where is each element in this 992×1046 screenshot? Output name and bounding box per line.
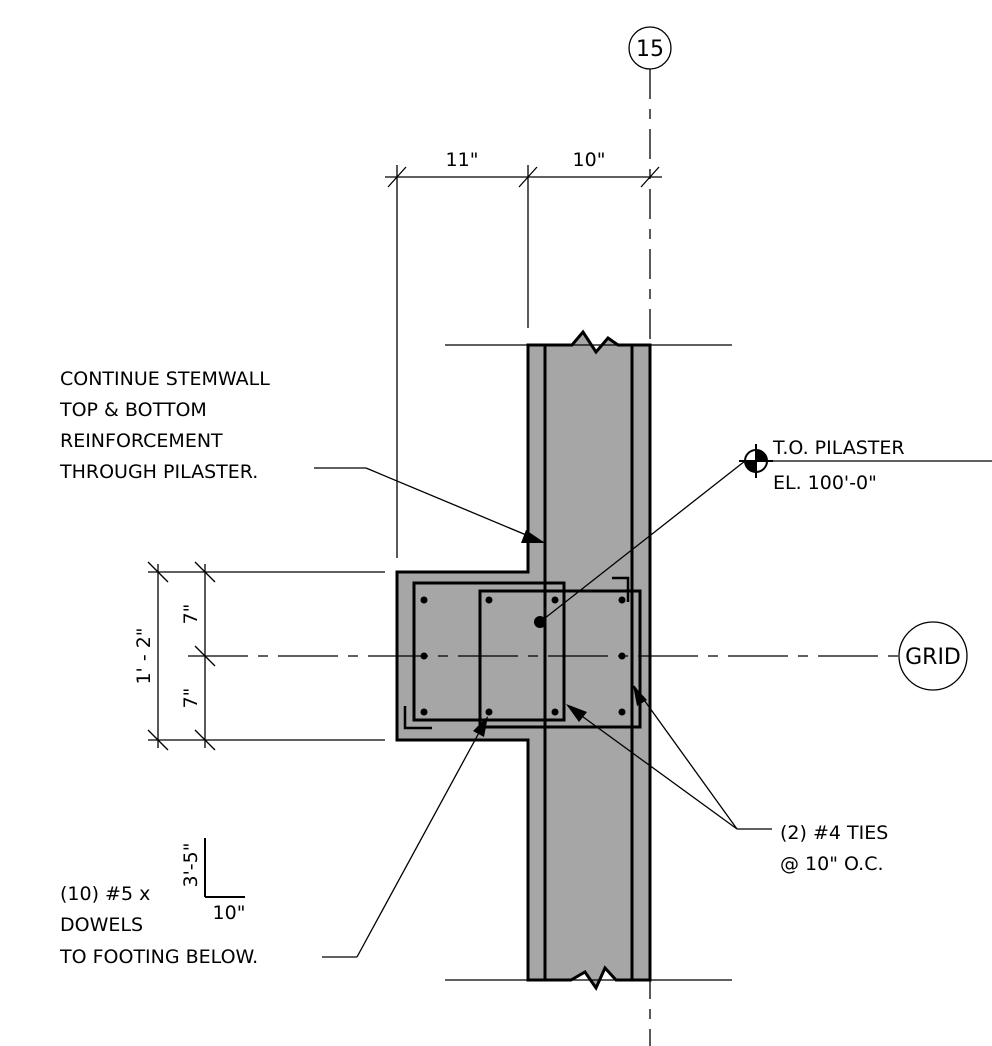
dowel-bar <box>420 708 428 716</box>
dowel-bar <box>420 596 428 604</box>
note-ties: (2) #4 TIES @ 10" O.C. <box>780 822 894 875</box>
tie-left <box>412 581 566 722</box>
arrowhead-ties-right <box>633 685 647 706</box>
concrete-section <box>395 329 652 992</box>
side-dimension <box>147 561 385 751</box>
dowel-bar <box>485 708 493 716</box>
grid-bubble-15 <box>628 26 672 70</box>
arrowhead-ties-left <box>566 704 587 722</box>
top-dimension <box>385 165 662 558</box>
note-stemwall-line: CONTINUE STEMWALL <box>60 368 270 390</box>
elevation-leader-dot <box>534 616 546 628</box>
note-dowels-vertical: 3'-5" <box>180 843 202 888</box>
arrowhead-dowels <box>473 716 488 737</box>
grid-bubble-grid-label: GRID <box>905 645 961 670</box>
arrowhead-stemwall <box>521 530 545 543</box>
note-stemwall: CONTINUE STEMWALL TOP & BOTTOM REINFORCE… <box>59 368 276 483</box>
dimension-top-left: 11" <box>446 149 479 171</box>
note-dowels-line: DOWELS <box>60 914 143 936</box>
elevation-title: T.O. PILASTER <box>772 437 905 459</box>
leader-stemwall <box>314 467 544 543</box>
note-ties-line: (2) #4 TIES <box>780 822 888 844</box>
dowel-bars <box>420 596 626 716</box>
elevation-leader <box>539 460 746 623</box>
dowel-bar <box>618 708 626 716</box>
grid-bubble-grid <box>898 621 968 691</box>
tie-right <box>478 589 642 729</box>
note-dowels-prefix: (10) #5 x <box>60 883 150 905</box>
note-stemwall-line: REINFORCEMENT <box>60 430 223 452</box>
dowel-bend-symbol <box>204 838 245 898</box>
note-dowels: DOWELS TO FOOTING BELOW. <box>59 914 258 968</box>
dowel-bar <box>551 596 559 604</box>
dowel-bar <box>485 596 493 604</box>
tie-right-hook <box>612 576 630 602</box>
note-ties-line: @ 10" O.C. <box>780 853 884 875</box>
grid-bubble-15-label: 15 <box>636 37 664 62</box>
tie-left-hook <box>403 706 432 730</box>
dimension-side-total: 1' - 2" <box>133 627 155 684</box>
note-dowels-line: TO FOOTING BELOW. <box>59 946 258 968</box>
note-stemwall-line: THROUGH PILASTER. <box>59 461 258 483</box>
dimension-side-lower: 7" <box>180 688 202 709</box>
dimension-side-upper: 7" <box>180 604 202 625</box>
dowel-bar <box>618 596 626 604</box>
elevation-target-icon <box>739 444 773 478</box>
dimension-top-right: 10" <box>573 149 606 171</box>
note-stemwall-line: TOP & BOTTOM <box>59 399 207 421</box>
leader-dowels <box>322 717 488 958</box>
elevation-value: EL. 100'-0" <box>773 472 877 494</box>
note-dowels-horizontal: 10" <box>213 902 246 924</box>
dowel-bar <box>551 708 559 716</box>
leader-ties <box>567 685 772 830</box>
